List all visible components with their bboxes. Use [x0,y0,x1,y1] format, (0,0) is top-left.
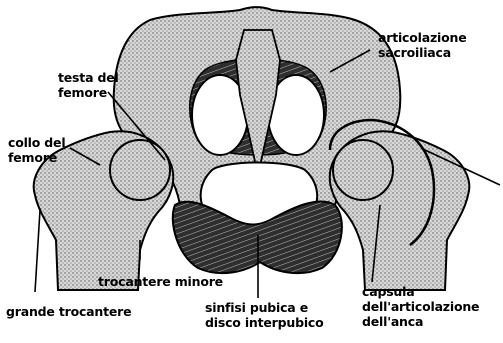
label-hip-capsule: capsula dell'articolazione dell'anca [362,284,479,329]
label-sacroiliac: articolazione sacroiliaca [378,30,467,60]
left-femoral-head [110,140,170,200]
leader-greater-trochanter [35,210,40,292]
label-pubic-symphysis: sinfisi pubica e disco interpubico [205,300,324,330]
label-femoral-neck: collo del femore [8,135,65,165]
right-femoral-head [333,140,393,200]
label-lesser-trochanter: trocantere minore [98,274,223,289]
label-greater-trochanter: grande trocantere [6,304,131,319]
label-femoral-head: testa del femore [58,70,119,100]
